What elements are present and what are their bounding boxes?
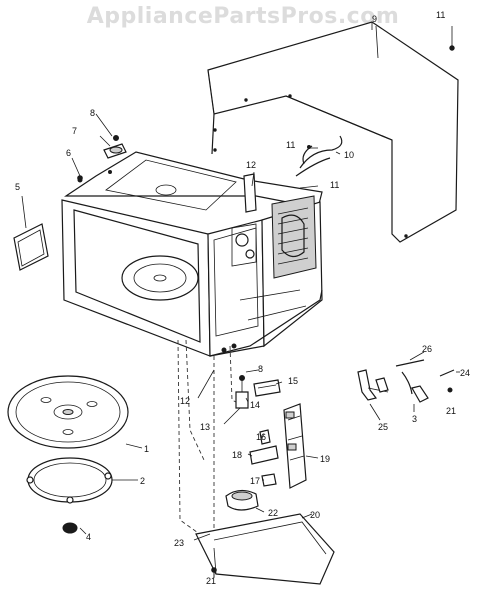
sensor-bracket [253,379,281,397]
callout-11: 11 [286,140,295,150]
switch-assembly [283,403,307,489]
callout-25: 25 [378,422,388,432]
callout-8: 8 [258,364,263,374]
callout-8: 8 [90,108,95,118]
callout-9: 9 [372,14,377,24]
hinge-part [103,143,127,159]
switch-part [249,445,279,465]
callout-21: 21 [206,576,216,586]
wire-harness [295,135,343,177]
callout-14: 14 [250,400,260,410]
callout-7: 7 [72,126,77,136]
switch-part [261,473,277,487]
latch-parts [357,359,455,403]
callout-26: 26 [422,344,432,354]
thermal-fuse [235,375,249,409]
screw-icon [113,135,119,141]
callout-3: 3 [412,414,417,424]
outer-cabinet [207,21,459,243]
screw-icon [449,26,455,51]
callout-15: 15 [288,376,298,386]
callout-2: 2 [140,476,145,486]
callout-12: 12 [246,160,256,170]
callout-13: 13 [200,422,210,432]
callout-10: 10 [344,150,354,160]
callout-17: 17 [250,476,260,486]
leader-lines [21,25,460,541]
callout-1: 1 [144,444,149,454]
callout-12: 12 [180,396,190,406]
callout-5: 5 [15,182,20,192]
callout-23: 23 [174,538,184,548]
bracket-part [243,173,257,213]
callout-11: 11 [436,10,445,20]
callout-6: 6 [66,148,71,158]
waveguide-cover [13,223,49,271]
callout-16: 16 [256,432,266,442]
switch-part [259,429,271,445]
turntable-plate [7,375,129,449]
callout-22: 22 [268,508,278,518]
callout-4: 4 [86,532,91,542]
callout-21: 21 [446,406,456,416]
callout-18: 18 [232,450,242,460]
screw-icon [77,175,83,181]
callout-19: 19 [320,454,330,464]
base-tray [195,513,335,585]
roller-ring [26,457,113,504]
callout-labels: 9 11 11 10 11 12 8 7 6 5 8 15 12 14 13 1… [15,10,470,586]
turntable-motor [225,489,259,511]
oven-cavity-chassis [61,151,323,357]
callout-11: 11 [330,180,339,190]
watermark: AppliancePartsPros.com [86,4,400,29]
screw-icon [211,567,217,578]
callout-24: 24 [460,368,470,378]
coupler-part [62,522,78,534]
callout-20: 20 [310,510,320,520]
